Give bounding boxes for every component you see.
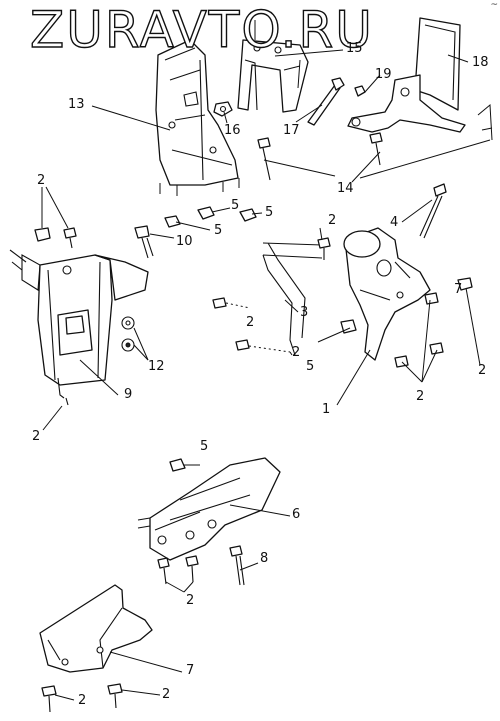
- bolt-4: [419, 183, 447, 239]
- nut-5-lower: [169, 458, 186, 472]
- callout-10: 10: [176, 234, 193, 249]
- callout-8: 8: [260, 551, 269, 566]
- callout-17: 17: [283, 123, 300, 138]
- callout-5-c: 5: [214, 223, 223, 238]
- callout-12: 12: [148, 359, 165, 374]
- callout-2-bottom-b: 2: [162, 687, 171, 702]
- bracket-3: [212, 237, 331, 356]
- callout-2-near-3: 2: [328, 213, 337, 228]
- bolts-2-bottom: [41, 683, 123, 713]
- callout-7-near-1: 7: [454, 282, 463, 297]
- callout-2-mount-9: 2: [32, 429, 41, 444]
- mount-18-19: [347, 17, 493, 141]
- bolt-17-nut-16: [213, 77, 366, 126]
- callout-5-e: 5: [200, 439, 209, 454]
- callout-18: 18: [472, 55, 489, 70]
- corner-mark: ~: [490, 0, 498, 10]
- callout-2-bolts-1: 2: [416, 389, 425, 404]
- callout-2-top-left: 2: [37, 173, 46, 188]
- callout-2-bottom-a: 2: [78, 693, 87, 708]
- callout-9: 9: [124, 387, 133, 402]
- watermark: ZURAVTO.RU: [29, 0, 374, 59]
- leader-lines: [41, 49, 491, 701]
- washers-12: [121, 316, 135, 352]
- callout-1: 1: [322, 402, 331, 417]
- callout-5-d: 5: [306, 359, 315, 374]
- bolts-2-left: [34, 227, 77, 249]
- callout-2-bracket-6: 2: [186, 593, 195, 608]
- nuts-bolts-1: [340, 277, 473, 368]
- bolts-2-8-lower: [157, 545, 245, 586]
- bolt-10: [134, 225, 154, 259]
- callout-5-a: 5: [231, 198, 240, 213]
- nuts-5: [164, 206, 257, 228]
- callout-2-bolt-a: 2: [246, 315, 255, 330]
- bracket-7: [39, 584, 153, 673]
- callout-14: 14: [337, 181, 354, 196]
- engine-mount-bracket-13: [155, 39, 240, 196]
- callout-6: 6: [292, 507, 301, 522]
- callout-19: 19: [375, 67, 392, 82]
- callout-5-b: 5: [265, 205, 274, 220]
- callout-16: 16: [224, 123, 241, 138]
- callout-7: 7: [186, 663, 195, 678]
- bracket-6: [137, 457, 281, 561]
- callout-13: 13: [68, 97, 85, 112]
- mount-assembly-9: [9, 249, 149, 406]
- callout-4: 4: [390, 215, 399, 230]
- callout-3: 3: [300, 305, 309, 320]
- mount-1: [343, 227, 431, 361]
- callout-15: 15: [346, 41, 363, 56]
- callout-2-right: 2: [478, 363, 487, 378]
- callout-2-bolt-b: 2: [292, 345, 301, 360]
